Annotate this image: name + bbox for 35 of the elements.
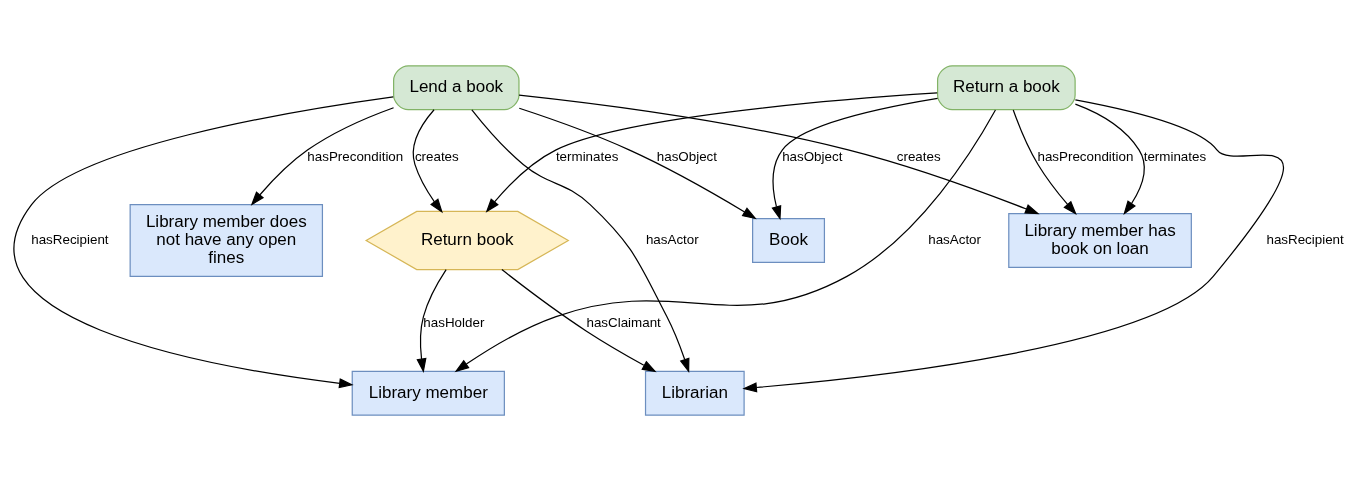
edge-label: hasActor	[645, 231, 699, 247]
edge-label: hasObject	[656, 148, 718, 164]
arrow	[518, 107, 757, 220]
edge-label: creates	[414, 148, 459, 164]
edge-label: hasRecipient	[1266, 231, 1344, 247]
node-box: Library member	[351, 370, 505, 416]
edge-label: hasHolder	[423, 315, 485, 331]
arrow	[416, 269, 447, 373]
node-box: Return a book	[937, 65, 1076, 111]
edge-label: hasObject	[782, 148, 843, 164]
arrow	[742, 99, 1284, 393]
arrow	[518, 94, 1040, 215]
arrow	[771, 97, 939, 221]
arrow	[250, 107, 395, 206]
node-box: Library member has book on loan	[1008, 213, 1192, 268]
arrow	[471, 109, 690, 373]
arrow	[1074, 103, 1145, 216]
arrow	[501, 268, 657, 373]
node-box: Lend a book	[393, 65, 520, 111]
node-box: Librarian	[644, 370, 745, 416]
arrow	[412, 109, 443, 214]
arrow	[485, 92, 938, 213]
node-box: Book	[752, 218, 826, 264]
edge-label: terminates	[1143, 148, 1207, 164]
arrow	[454, 109, 997, 373]
edge-label: terminates	[555, 148, 619, 164]
node-box: Library member does not have any open fines	[129, 204, 324, 277]
edge-label: creates	[896, 148, 941, 164]
edge-label: hasClaimant	[586, 315, 661, 331]
edge-label: hasActor	[928, 231, 982, 247]
edge-label: hasPrecondition	[1037, 148, 1134, 164]
edge-label: hasPrecondition	[307, 148, 404, 164]
arrow	[13, 96, 394, 389]
edge-label: hasRecipient	[31, 231, 109, 247]
arrow	[1012, 109, 1077, 216]
